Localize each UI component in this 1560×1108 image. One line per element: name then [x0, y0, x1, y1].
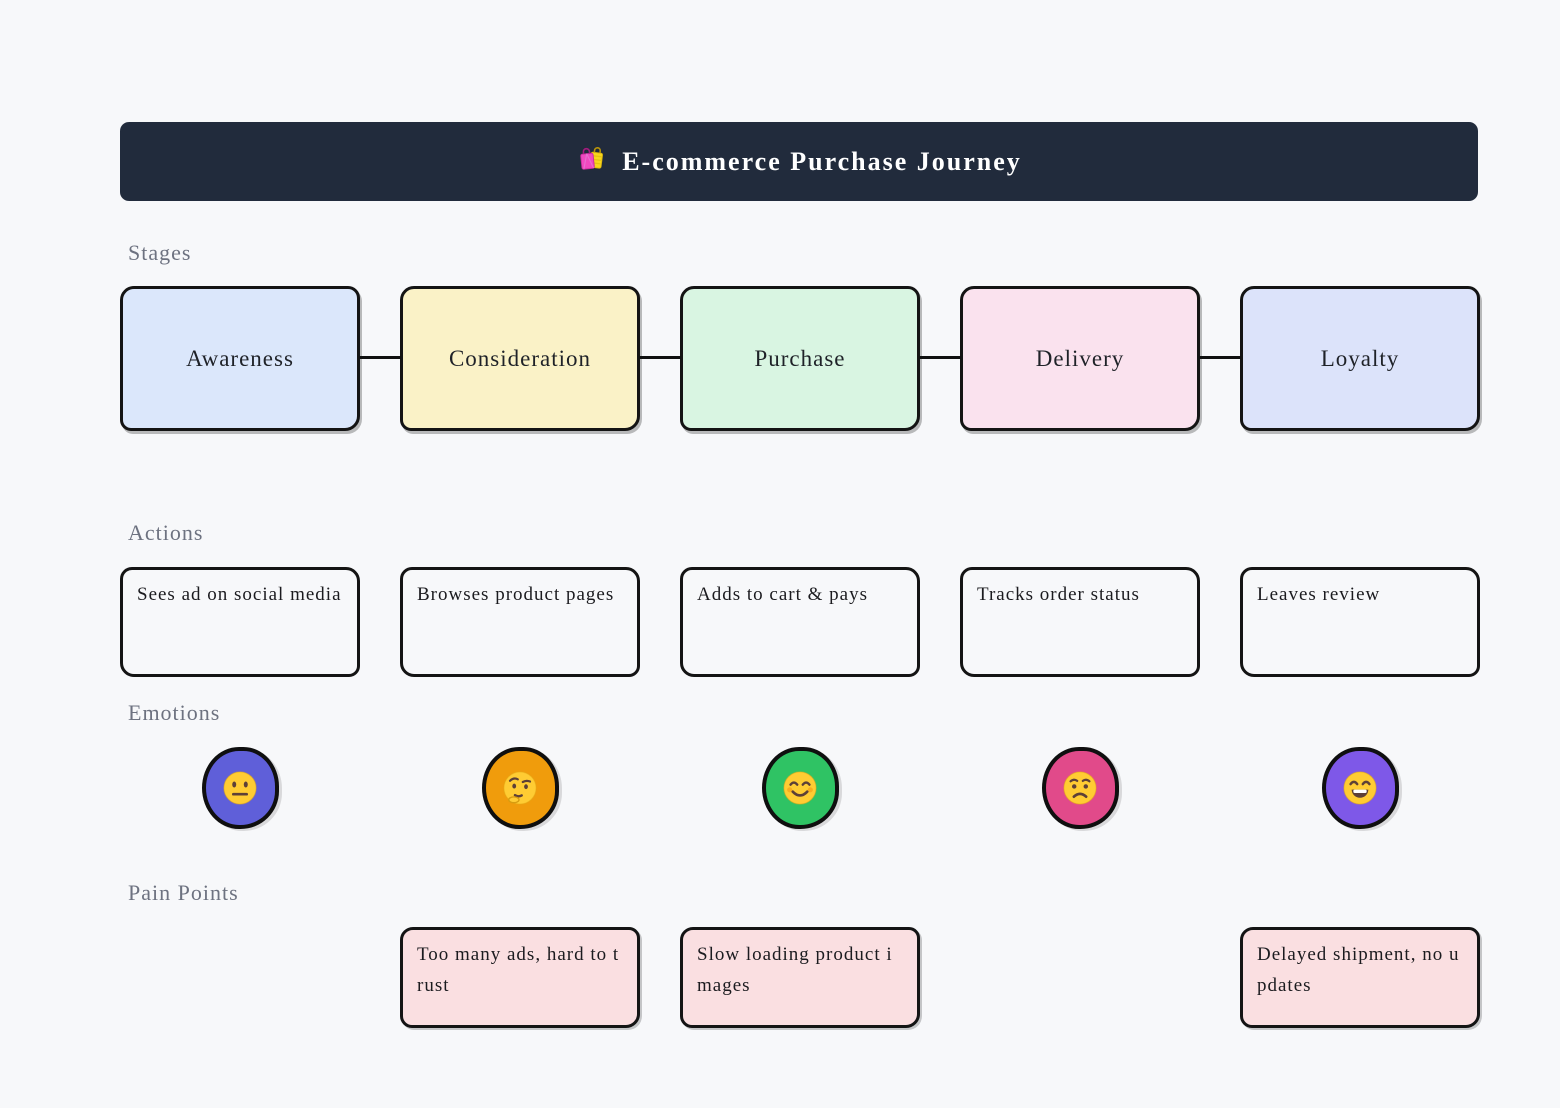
- action-box-delivery[interactable]: Tracks order status: [960, 567, 1200, 677]
- page-title: E-commerce Purchase Journey: [622, 146, 1022, 176]
- pain-point-box-loyalty[interactable]: Delayed shipment, no updates: [1240, 927, 1480, 1028]
- smiling-face-icon: [783, 771, 817, 805]
- neutral-face-icon: [223, 771, 257, 805]
- pain-point-text: Slow loading product images: [697, 944, 893, 997]
- stage-connector-line: [919, 356, 961, 359]
- emotion-circle-consideration[interactable]: [481, 747, 559, 829]
- action-text: Tracks order status: [977, 584, 1140, 605]
- action-text: Sees ad on social media: [137, 584, 342, 605]
- pain-points-row: Too many ads, hard to trust Slow loading…: [120, 927, 1480, 1028]
- stage-label: Awareness: [186, 345, 294, 371]
- action-text: Browses product pages: [417, 584, 615, 605]
- stage-connector-line: [359, 356, 401, 359]
- action-text: Adds to cart & pays: [697, 584, 868, 605]
- emotions-row: [120, 747, 1480, 829]
- stage-box-purchase[interactable]: Purchase: [680, 286, 920, 431]
- emotions-section-label: Emotions: [128, 700, 221, 725]
- pain-point-box-consideration[interactable]: Too many ads, hard to trust: [400, 927, 640, 1028]
- emotion-circle-purchase[interactable]: [761, 747, 839, 829]
- thinking-face-icon: [503, 771, 537, 805]
- worried-face-icon: [1063, 771, 1097, 805]
- stages-row: Awareness Consideration Purchase Deliver…: [120, 286, 1480, 431]
- pain-point-box-purchase[interactable]: Slow loading product images: [680, 927, 920, 1028]
- action-box-consideration[interactable]: Browses product pages: [400, 567, 640, 677]
- actions-section-label: Actions: [128, 520, 204, 545]
- stage-label: Delivery: [1035, 345, 1125, 371]
- stage-box-delivery[interactable]: Delivery: [960, 286, 1200, 431]
- shopping-bags-icon: [576, 143, 608, 180]
- action-box-loyalty[interactable]: Leaves review: [1240, 567, 1480, 677]
- emotion-circle-delivery[interactable]: [1041, 747, 1119, 829]
- pain-point-text: Delayed shipment, no updates: [1257, 944, 1460, 997]
- stage-box-consideration[interactable]: Consideration: [400, 286, 640, 431]
- header-banner[interactable]: E-commerce Purchase Journey: [120, 122, 1478, 201]
- stages-section-label: Stages: [128, 240, 192, 265]
- grinning-face-icon: [1343, 771, 1377, 805]
- stage-connector-line: [1199, 356, 1241, 359]
- action-text: Leaves review: [1257, 584, 1381, 605]
- stage-box-awareness[interactable]: Awareness: [120, 286, 360, 431]
- action-box-purchase[interactable]: Adds to cart & pays: [680, 567, 920, 677]
- emotion-circle-awareness[interactable]: [201, 747, 279, 829]
- stage-label: Purchase: [754, 345, 846, 371]
- actions-row: Sees ad on social media Browses product …: [120, 567, 1480, 677]
- stage-box-loyalty[interactable]: Loyalty: [1240, 286, 1480, 431]
- action-box-awareness[interactable]: Sees ad on social media: [120, 567, 360, 677]
- stage-label: Consideration: [448, 345, 592, 371]
- stage-label: Loyalty: [1320, 345, 1400, 371]
- stage-connector-line: [639, 356, 681, 359]
- pain-points-section-label: Pain Points: [128, 880, 239, 905]
- emotion-circle-loyalty[interactable]: [1321, 747, 1399, 829]
- pain-point-text: Too many ads, hard to trust: [417, 944, 620, 997]
